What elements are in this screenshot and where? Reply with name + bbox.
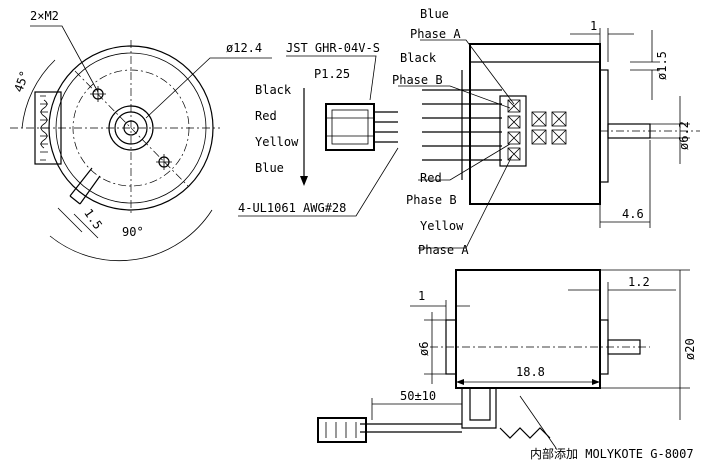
dim-bottom-18-8: 18.8 [516, 365, 545, 379]
dim-bottom-cable-length: 50±10 [400, 389, 436, 403]
label-phase-a-top: Phase A [410, 27, 461, 41]
wire-color-red: Red [255, 109, 277, 123]
side-view-top: Blue Phase A Black Phase B Red Phase B Y… [392, 7, 700, 257]
label-phase-b-top: Phase B [392, 73, 443, 87]
label-phase-a-bottom: Phase A [418, 243, 469, 257]
label-black: Black [400, 51, 437, 65]
dim-bottom-dia-20: ø20 [683, 338, 697, 360]
lubricant-note: 内部添加 MOLYKOTE G-8007 [530, 446, 694, 461]
dim-bottom-1: 1 [418, 289, 425, 303]
wire-color-blue: Blue [255, 161, 284, 175]
dim-top-dia-1-5: ø1.5 [655, 51, 669, 80]
dim-bottom-dia-6: ø6 [417, 342, 431, 356]
label-red: Red [420, 171, 442, 185]
dim-top-4-6: 4.6 [622, 207, 644, 221]
front-dim-shaft-dia: ø12.4 [226, 41, 262, 55]
front-angle-45: 45° [11, 69, 32, 94]
label-yellow: Yellow [420, 219, 464, 233]
front-angle-90: 90° [122, 225, 144, 239]
front-view: 2×M2 45° 90° 1.5 ø12.4 [10, 9, 272, 262]
connector-type-label: JST GHR-04V-S [286, 41, 380, 55]
front-screw-label: 2×M2 [30, 9, 59, 23]
cable-spec-label: 4-UL1061 AWG#28 [238, 201, 346, 215]
dim-bottom-1-2: 1.2 [628, 275, 650, 289]
side-view-bottom: 1 1.2 ø6 ø20 18.8 50±10 内部添加 MOLYKOTE G-… [317, 269, 697, 461]
dim-top-dia-6-2: ø6.2 [677, 121, 691, 150]
front-dim-1-5: 1.5 [81, 206, 105, 232]
label-phase-b-bottom: Phase B [406, 193, 457, 207]
connector-pitch-label: P1.25 [314, 67, 350, 81]
dim-top-1: 1 [590, 19, 597, 33]
wire-color-yellow: Yellow [255, 135, 299, 149]
wire-color-black: Black [255, 83, 292, 97]
label-blue: Blue [420, 7, 449, 21]
connector-view: JST GHR-04V-S P1.25 Black Red Yellow Blu… [238, 41, 399, 217]
